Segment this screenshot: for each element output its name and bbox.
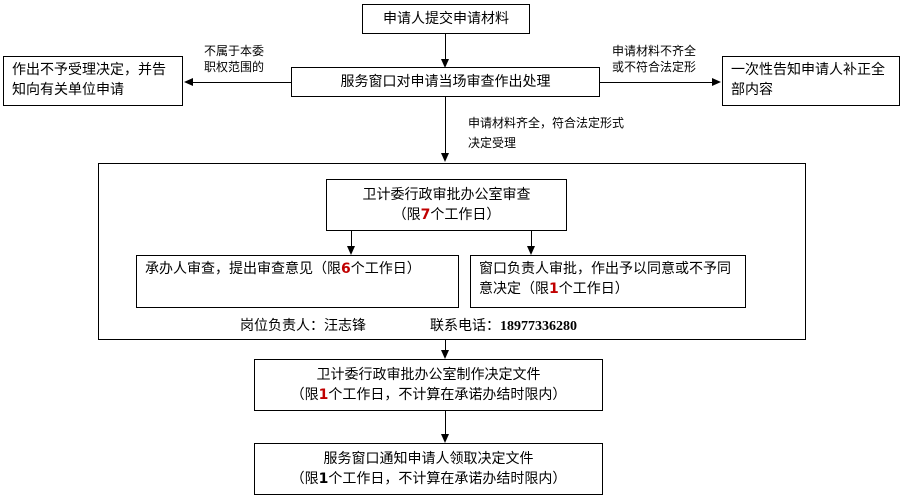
label-complete-2: 决定受理	[468, 136, 517, 150]
contact-phone-label: 联系电话：	[430, 318, 500, 334]
node-reject: 作出不予受理决定，并告知向有关单位申请	[3, 56, 183, 106]
node-inform-all: 一次性告知申请人补正全部内容	[722, 56, 900, 106]
approve-suffix: 个工作日）	[558, 281, 629, 297]
arrow-review-inform	[600, 82, 713, 83]
arrowhead-review-reject	[184, 78, 193, 86]
notify-days: 1	[318, 471, 329, 487]
office-review-prefix: （限	[392, 207, 421, 223]
notify-suffix: 个工作日，不计算在承诺办结时限内）	[328, 471, 567, 487]
approve-days: 1	[549, 281, 559, 297]
arrowhead-review-inform	[712, 78, 721, 86]
arrow-makedoc-notify	[445, 411, 446, 435]
handler-prefix: 承办人审查，提出审查意见（限	[145, 261, 341, 277]
notify-prefix: （限	[290, 471, 319, 487]
node-office-review-line2: （限7个工作日）	[393, 205, 501, 225]
make-doc-suffix: 个工作日，不计算在承诺办结时限内）	[328, 387, 567, 403]
arrowhead-review-accept	[441, 153, 449, 162]
label-out-of-scope: 不属于本委 职权范围的	[204, 43, 264, 75]
handler-suffix: 个工作日）	[350, 261, 421, 277]
arrow-submit-review	[445, 34, 446, 60]
office-review-days: 7	[420, 207, 431, 223]
arrow-container-makedoc	[445, 340, 446, 351]
contact-position: 岗位负责人：汪志锋	[240, 318, 366, 334]
arrowhead-office-approve	[527, 246, 535, 255]
arrow-review-accept	[445, 97, 446, 154]
contact-phone-number: 18977336280	[500, 319, 577, 334]
label-incomplete: 申请材料不齐全 或不符合法定形	[612, 43, 696, 75]
node-approve: 窗口负责人审批，作出予以同意或不予同意决定（限1个工作日）	[470, 255, 746, 308]
label-complete: 申请材料齐全，符合法定形式 决定受理	[468, 115, 624, 151]
node-notify-line2: （限1个工作日，不计算在承诺办结时限内）	[291, 469, 567, 489]
node-make-doc-line1: 卫计委行政审批办公室制作决定文件	[316, 367, 541, 383]
node-make-doc-line2: （限1个工作日，不计算在承诺办结时限内）	[291, 385, 567, 405]
office-review-suffix: 个工作日）	[430, 207, 501, 223]
label-incomplete-2: 或不符合法定形	[612, 60, 697, 74]
node-reject-text: 作出不予受理决定，并告知向有关单位申请	[12, 62, 166, 98]
arrowhead-office-handler	[347, 246, 355, 255]
arrowhead-container-makedoc	[441, 350, 449, 359]
label-incomplete-1: 申请材料不齐全	[612, 44, 697, 58]
node-office-review: 卫计委行政审批办公室审查 （限7个工作日）	[326, 179, 567, 231]
node-review: 服务窗口对申请当场审查作出处理	[291, 67, 600, 97]
node-submit: 申请人提交申请材料	[362, 4, 530, 34]
arrow-office-handler	[351, 231, 352, 246]
label-out-of-scope-1: 不属于本委	[204, 44, 265, 58]
handler-days: 6	[341, 261, 351, 277]
make-doc-days: 1	[318, 387, 329, 403]
arrow-review-reject	[192, 82, 291, 83]
node-review-text: 服务窗口对申请当场审查作出处理	[340, 74, 551, 90]
approve-text: 窗口负责人审批，作出予以同意或不予同意决定（限	[479, 261, 731, 297]
arrowhead-makedoc-notify	[441, 434, 449, 443]
arrow-office-approve	[531, 231, 532, 246]
make-doc-prefix: （限	[290, 387, 319, 403]
label-out-of-scope-2: 职权范围的	[204, 60, 265, 74]
node-handler: 承办人审查，提出审查意见（限6个工作日）	[136, 255, 459, 308]
contact-phone-row: 联系电话：18977336280	[430, 316, 577, 337]
node-inform-all-text: 一次性告知申请人补正全部内容	[731, 62, 885, 98]
node-office-review-line1: 卫计委行政审批办公室审查	[362, 187, 531, 203]
arrowhead-submit-review	[441, 59, 449, 68]
node-notify-line1: 服务窗口通知申请人领取决定文件	[323, 451, 534, 467]
node-make-doc: 卫计委行政审批办公室制作决定文件 （限1个工作日，不计算在承诺办结时限内）	[254, 359, 603, 411]
label-complete-1: 申请材料齐全，符合法定形式	[468, 116, 625, 130]
node-submit-text: 申请人提交申请材料	[383, 11, 509, 27]
node-notify: 服务窗口通知申请人领取决定文件 （限1个工作日，不计算在承诺办结时限内）	[254, 443, 603, 495]
